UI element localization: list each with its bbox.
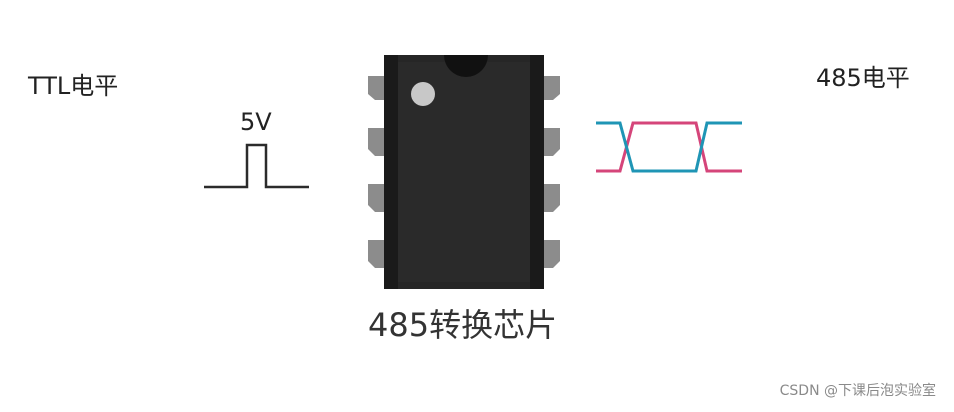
chip-package: [368, 55, 560, 289]
chip-pin: [542, 128, 560, 156]
chip-pin: [542, 240, 560, 268]
chip-name-label: 485转换芯片: [368, 306, 558, 344]
chip-pin: [542, 184, 560, 212]
chip-pin1-dot: [411, 82, 435, 106]
chip-notch: [444, 55, 488, 77]
chip-pin: [368, 240, 386, 268]
ttl-level-label: TTL电平: [28, 72, 119, 100]
chip-pin: [542, 76, 560, 100]
chip-body-bevel-left: [384, 55, 398, 289]
rs485-differential-waveform: [596, 121, 742, 173]
chip-pin: [368, 128, 386, 156]
ttl-pulse-waveform: [204, 143, 309, 189]
diff-line-a: [596, 121, 742, 173]
chip-pin: [368, 76, 386, 100]
chip-body-bevel-right: [530, 55, 544, 289]
chip-left-pins: [368, 76, 386, 268]
rs485-level-label: 485电平: [816, 64, 910, 92]
pulse-voltage-label: 5V: [240, 108, 272, 136]
diff-line-b: [596, 121, 742, 173]
chip-right-pins: [542, 76, 560, 268]
watermark: CSDN @下课后泡实验室: [779, 383, 936, 399]
chip-pin: [368, 184, 386, 212]
